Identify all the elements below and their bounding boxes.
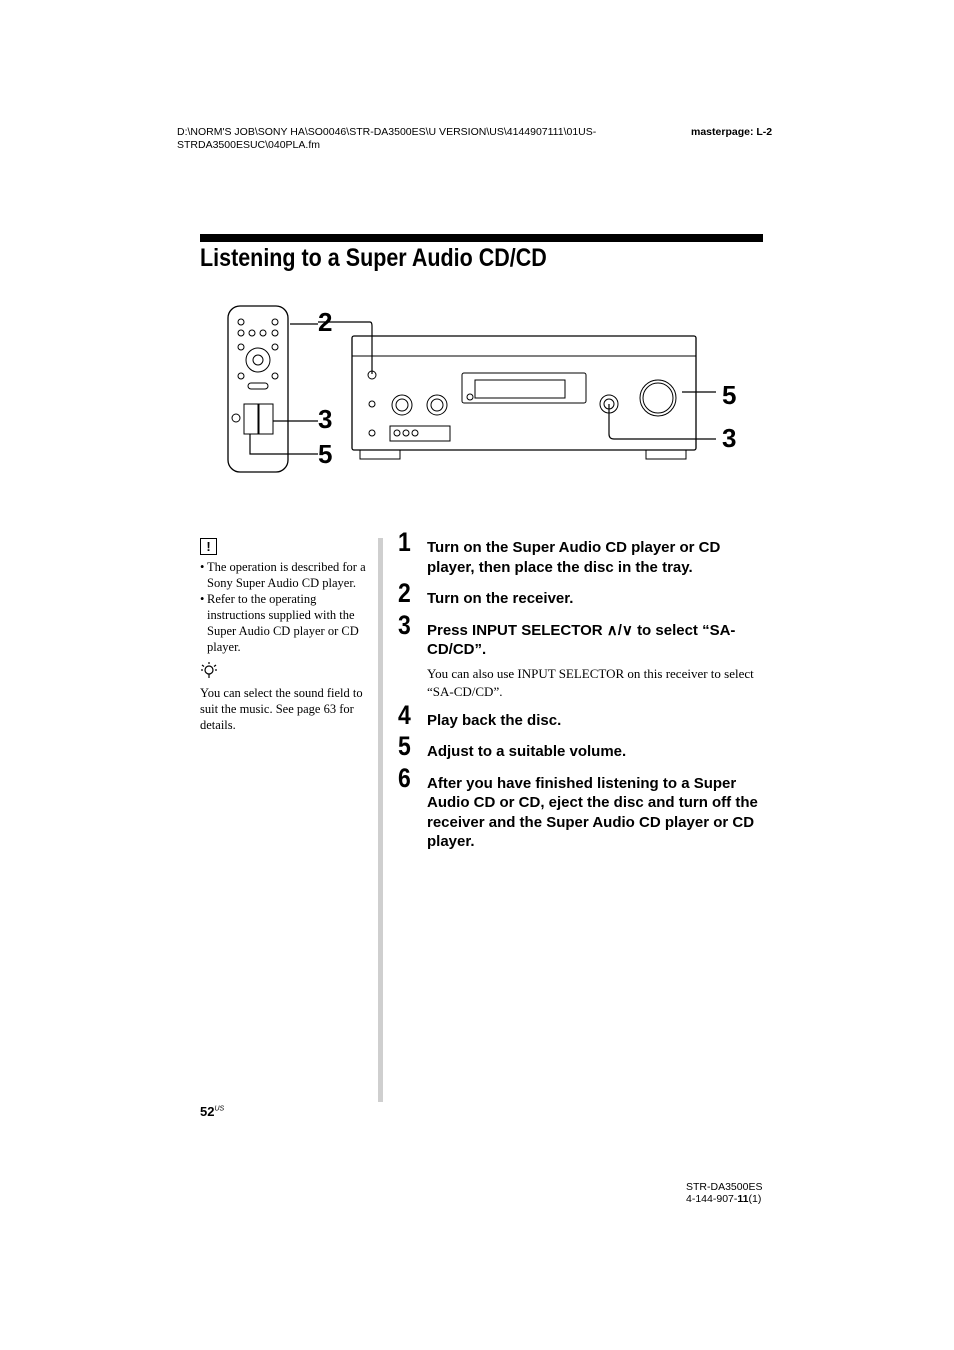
- note-list: The operation is described for a Sony Su…: [200, 559, 375, 655]
- step-number: 1: [398, 527, 411, 557]
- step-instruction: Adjust to a suitable volume.: [427, 743, 627, 760]
- step-number: 5: [398, 731, 411, 761]
- step-instruction: Turn on the Super Audio CD player or CD …: [427, 539, 721, 576]
- remote-control: [227, 305, 289, 473]
- header-masterpage: masterpage: L-2: [691, 126, 773, 138]
- page-title: Listening to a Super Audio CD/CD: [200, 244, 547, 272]
- footer-model: STR-DA3500ES: [686, 1181, 763, 1193]
- step-instruction: Turn on the receiver.: [427, 590, 574, 607]
- step-1: 1 Turn on the Super Audio CD player or C…: [398, 527, 763, 577]
- step-4: 4 Play back the disc.: [398, 699, 763, 731]
- page-number-suffix: US: [214, 1105, 225, 1113]
- callout-2-remote: 2: [318, 307, 333, 337]
- step-number: 3: [398, 609, 411, 640]
- note-item: The operation is described for a Sony Su…: [200, 559, 375, 591]
- callout-5-receiver: 5: [722, 380, 737, 410]
- step-2: 2 Turn on the receiver.: [398, 578, 763, 609]
- step-3: 3 Press INPUT SELECTOR ∧/∨ to select “SA…: [398, 609, 763, 701]
- step-note: You can also use INPUT SELECTOR on this …: [427, 665, 754, 699]
- footer-code: 4-144-907-11(1): [686, 1193, 762, 1205]
- footer-code-suffix: (1): [748, 1193, 762, 1205]
- step-number: 4: [398, 699, 411, 730]
- step-5: 5 Adjust to a suitable volume.: [398, 731, 763, 762]
- step-instruction: Press INPUT SELECTOR ∧/∨ to select “SA-C…: [427, 621, 736, 659]
- note-item: Refer to the operating instructions supp…: [200, 591, 375, 655]
- callout-3-remote: 3: [318, 404, 333, 434]
- step-instruction: Play back the disc.: [427, 711, 562, 729]
- step-6: 6 After you have finished listening to a…: [398, 762, 763, 852]
- device-drawing: [227, 305, 716, 473]
- footer-model-info: STR-DA3500ES 4-144-907-11(1): [686, 1181, 762, 1205]
- remote-and-receiver-illustration: [200, 300, 760, 480]
- callout-5-remote: 5: [318, 439, 333, 469]
- exclamation-icon: !: [200, 538, 217, 555]
- notes-column: ! The operation is described for a Sony …: [200, 538, 375, 733]
- page-number-value: 52: [200, 1104, 215, 1119]
- header-file-path: D:\NORM'S JOB\SONY HA\SO0046\STR-DA3500E…: [177, 126, 597, 151]
- lightbulb-icon: [201, 662, 217, 678]
- callout-3-receiver: 3: [722, 423, 737, 453]
- step-number: 2: [398, 578, 411, 608]
- tip-text: You can select the sound field to suit t…: [200, 686, 363, 732]
- column-divider: [378, 538, 383, 1102]
- footer-code-prefix: 4-144-907-: [686, 1193, 738, 1205]
- step-number: 6: [398, 762, 411, 793]
- title-rule: [200, 234, 763, 242]
- page-number: 52US: [200, 1104, 224, 1119]
- footer-code-bold: 11: [737, 1193, 749, 1205]
- av-receiver: [351, 335, 697, 460]
- procedure-steps: 1 Turn on the Super Audio CD player or C…: [398, 527, 763, 852]
- step-instruction: After you have finished listening to a S…: [427, 774, 758, 851]
